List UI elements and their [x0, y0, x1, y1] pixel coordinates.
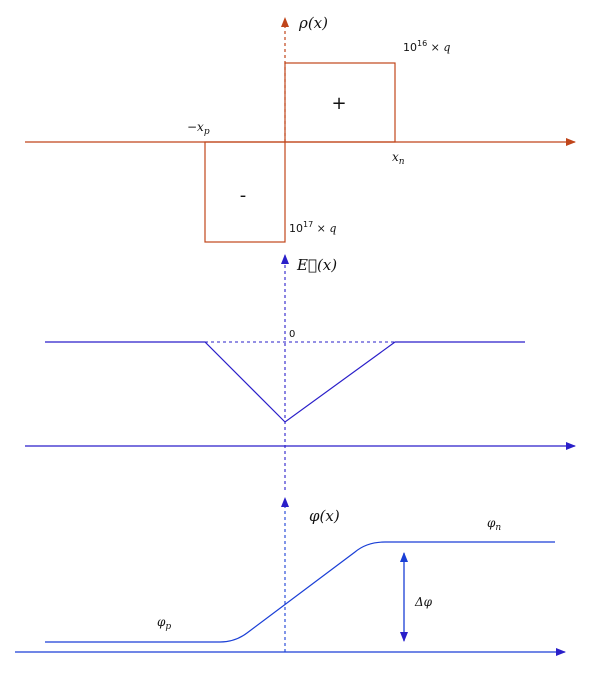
field-axis-label: E⃗(x)	[296, 256, 337, 274]
negative-density-label: 1017 × q	[289, 220, 336, 235]
rho-axis-label: ρ(x)	[298, 14, 328, 32]
electric-field-panel: E⃗(x) 0	[25, 254, 576, 490]
xn-label: xn	[392, 150, 405, 167]
positive-density-label: 1016 × q	[403, 39, 450, 54]
potential-panel: φ(x) φn φp Δφ	[15, 497, 566, 656]
minus-sign: -	[240, 185, 247, 206]
potential-axis-label: φ(x)	[309, 507, 340, 525]
field-profile-curve	[45, 341, 525, 423]
field-zero-label: 0	[289, 329, 295, 340]
plus-sign: +	[331, 93, 346, 114]
charge-density-panel: ρ(x) + - −xp xn 1016 × q 1017 × q	[25, 14, 576, 243]
potential-profile-curve	[45, 541, 555, 643]
neg-xp-label: −xp	[187, 120, 210, 137]
negative-charge-block	[204, 141, 286, 243]
positive-charge-block	[284, 62, 396, 143]
delta-phi-label: Δφ	[414, 595, 433, 609]
phi-p-label: φp	[157, 615, 171, 632]
phi-n-label: φn	[487, 516, 501, 533]
